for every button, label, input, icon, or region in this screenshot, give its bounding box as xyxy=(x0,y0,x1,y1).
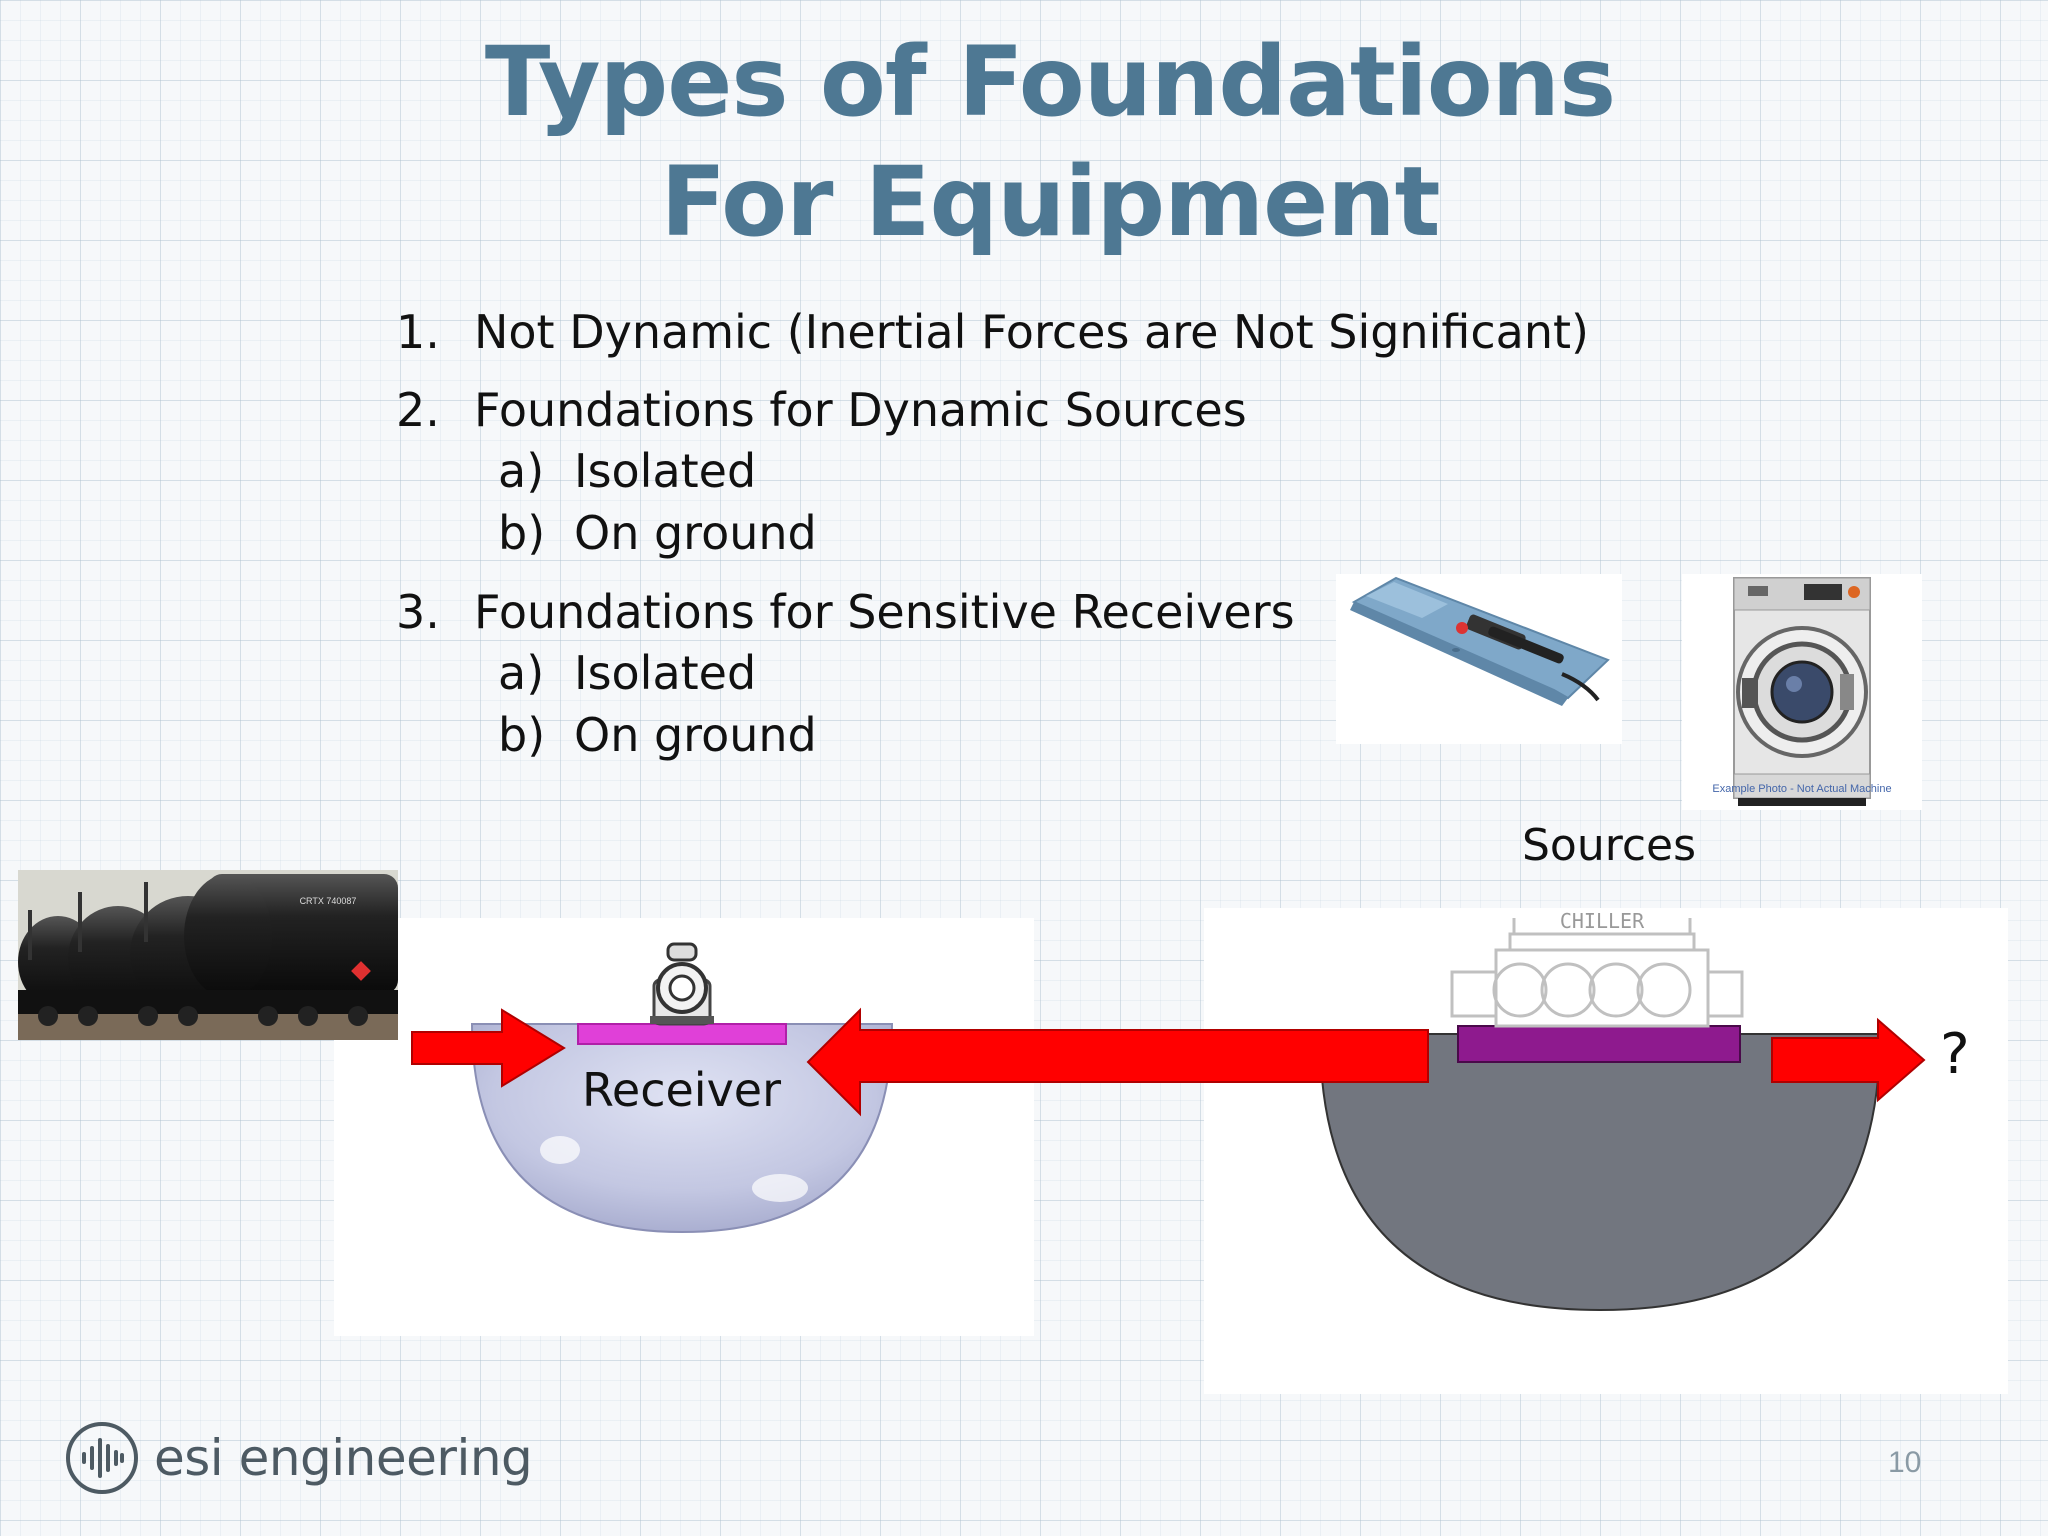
receiver-diagram-panel xyxy=(334,918,1034,1336)
washer-caption: Example Photo - Not Actual Machine xyxy=(1712,783,1891,795)
title-line-1: Types of Foundations xyxy=(484,26,1616,138)
title-line-2: For Equipment xyxy=(660,146,1440,258)
receiver-label: Receiver xyxy=(582,1063,782,1117)
sub-list-text: Isolated xyxy=(574,444,757,498)
soundwave-logo-icon xyxy=(66,1422,138,1494)
list-number: 2. xyxy=(396,383,440,437)
sub-list-text: On ground xyxy=(574,506,817,560)
sub-list-letter: a) xyxy=(498,444,545,498)
sources-label: Sources xyxy=(1522,820,1697,871)
list-number: 3. xyxy=(396,585,440,639)
sub-list-letter: b) xyxy=(498,506,546,560)
sub-list-letter: b) xyxy=(498,708,546,762)
washing-machine-photo: Example Photo - Not Actual Machine xyxy=(1682,574,1922,810)
list-text: Foundations for Sensitive Receivers xyxy=(474,585,1295,639)
slide-title: Types of Foundations For Equipment xyxy=(0,22,2048,262)
source-diagram-panel xyxy=(1204,908,2008,1394)
railcar-marking: CRTX 740087 xyxy=(300,896,357,906)
question-mark-label: ? xyxy=(1940,1022,1970,1087)
sub-list-letter: a) xyxy=(498,646,545,700)
esi-logo[interactable]: esi engineering xyxy=(64,1420,533,1496)
logo-text: esi engineering xyxy=(154,1429,533,1487)
list-text: Not Dynamic (Inertial Forces are Not Sig… xyxy=(474,305,1589,359)
page-number: 10 xyxy=(1888,1446,1922,1479)
sub-list-text: Isolated xyxy=(574,646,757,700)
rail-tank-car-photo: CRTX 740087 xyxy=(18,870,398,1040)
list-number: 1. xyxy=(396,305,440,359)
isolation-table-photo xyxy=(1336,574,1622,744)
list-text: Foundations for Dynamic Sources xyxy=(474,383,1247,437)
sub-list-text: On ground xyxy=(574,708,817,762)
